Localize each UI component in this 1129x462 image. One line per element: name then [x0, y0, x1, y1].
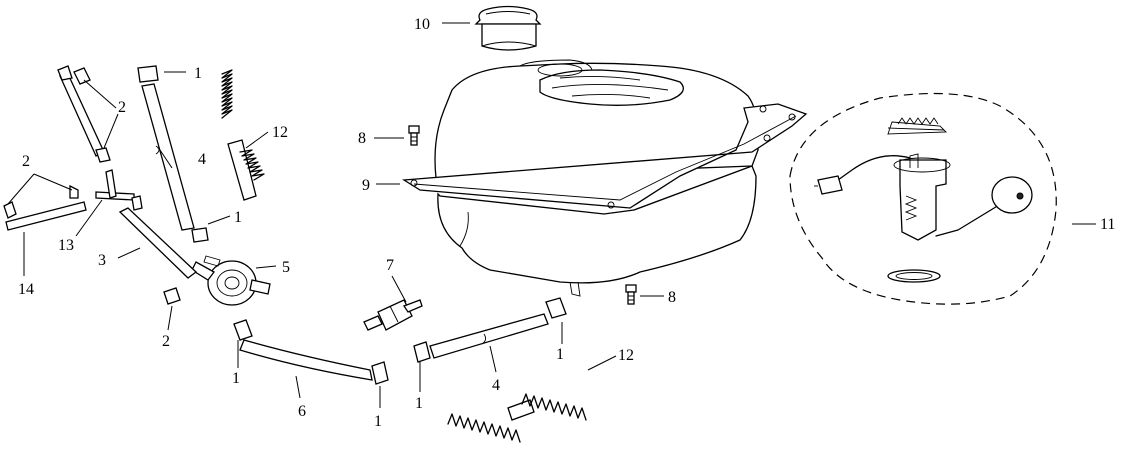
callout-4: 4 [198, 151, 206, 168]
callout-1: 1 [232, 370, 240, 387]
spring-12-lower [447, 393, 587, 443]
callout-2: 2 [118, 99, 126, 116]
callout-8: 8 [668, 289, 676, 306]
callout-6: 6 [298, 403, 306, 420]
callout-1: 1 [556, 346, 564, 363]
callout-labels: 1 2 2 4 12 1 13 3 5 14 2 1 6 1 7 1 4 1 1… [18, 16, 1115, 430]
bolt-lower [625, 284, 637, 305]
callout-1: 1 [194, 65, 202, 82]
callout-5: 5 [282, 259, 290, 276]
fuel-cock [191, 255, 271, 306]
callout-10: 10 [414, 16, 430, 33]
callout-9: 9 [362, 177, 370, 194]
callout-4: 4 [492, 377, 500, 394]
callout-11: 11 [1100, 216, 1115, 233]
callout-1: 1 [234, 209, 242, 226]
callout-1: 1 [374, 413, 382, 430]
callout-12: 12 [618, 347, 634, 364]
callout-2: 2 [162, 333, 170, 350]
callout-8: 8 [358, 130, 366, 147]
hose-4-lower [413, 297, 567, 363]
hose-14 [3, 184, 87, 231]
callout-2: 2 [22, 153, 30, 170]
fuel-tank [401, 59, 808, 297]
fuel-filter [363, 299, 423, 331]
callout-13: 13 [58, 237, 74, 254]
callout-1: 1 [415, 395, 423, 412]
callout-12: 12 [272, 124, 288, 141]
fuel-sender-assembly [789, 92, 1057, 305]
callout-3: 3 [98, 252, 106, 269]
tee-fitting-13 [95, 169, 143, 211]
bolt-upper [408, 125, 420, 146]
hose-3 [118, 207, 198, 279]
hose-4-upper [137, 65, 209, 243]
hose-6 [233, 319, 389, 385]
hose-left-vertical [57, 65, 111, 163]
clamp-2-lower [163, 287, 181, 305]
callout-7: 7 [386, 257, 394, 274]
fuel-cap [474, 5, 542, 51]
callout-14: 14 [18, 281, 34, 298]
spring-12-upper [221, 69, 265, 201]
leader-lines [7, 22, 1096, 408]
